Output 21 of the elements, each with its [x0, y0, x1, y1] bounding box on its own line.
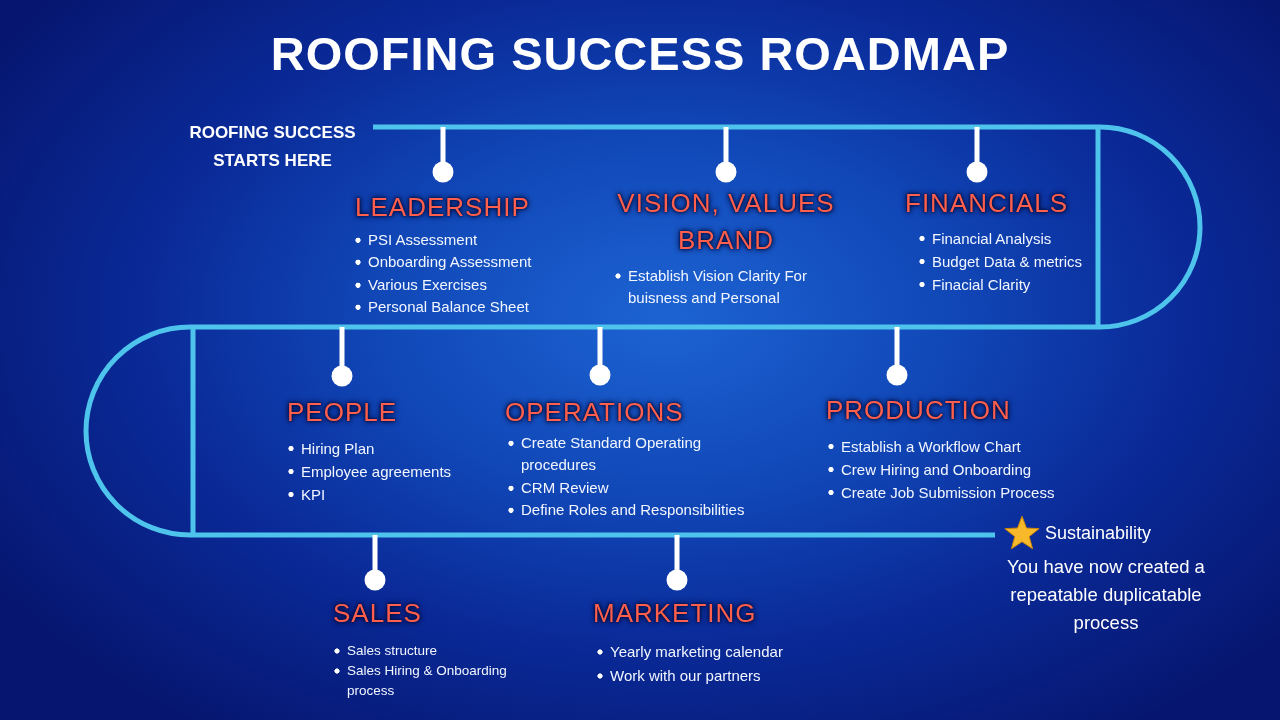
stage-heading: PEOPLE: [287, 396, 398, 428]
road-line: [375, 532, 677, 538]
stage-heading: OPERATIONS: [505, 396, 684, 428]
stage-heading: FINANCIALS: [905, 187, 1069, 219]
start-label: ROOFING SUCCESS STARTS HERE: [175, 119, 370, 175]
stage-heading: VISION, VALUES BRAND: [616, 187, 836, 257]
stage-heading: MARKETING: [593, 597, 757, 629]
stage-heading: PRODUCTION: [826, 394, 1011, 426]
stage-heading: LEADERSHIP: [355, 191, 530, 223]
road-line: [897, 124, 1203, 330]
road-line: [373, 124, 443, 130]
road-line: [726, 124, 977, 130]
road-line: [83, 324, 375, 538]
road-line: [677, 532, 995, 538]
road-line: [600, 324, 897, 330]
road-line: [443, 124, 726, 130]
road-line: [342, 324, 600, 330]
milestone-text: You have now created a repeatable duplicatable process: [1006, 555, 1206, 635]
stage-heading: SALES: [333, 597, 422, 629]
page-title: ROOFING SUCCESS ROADMAP: [270, 26, 1010, 82]
milestone-heading: Sustainability: [1045, 522, 1152, 545]
